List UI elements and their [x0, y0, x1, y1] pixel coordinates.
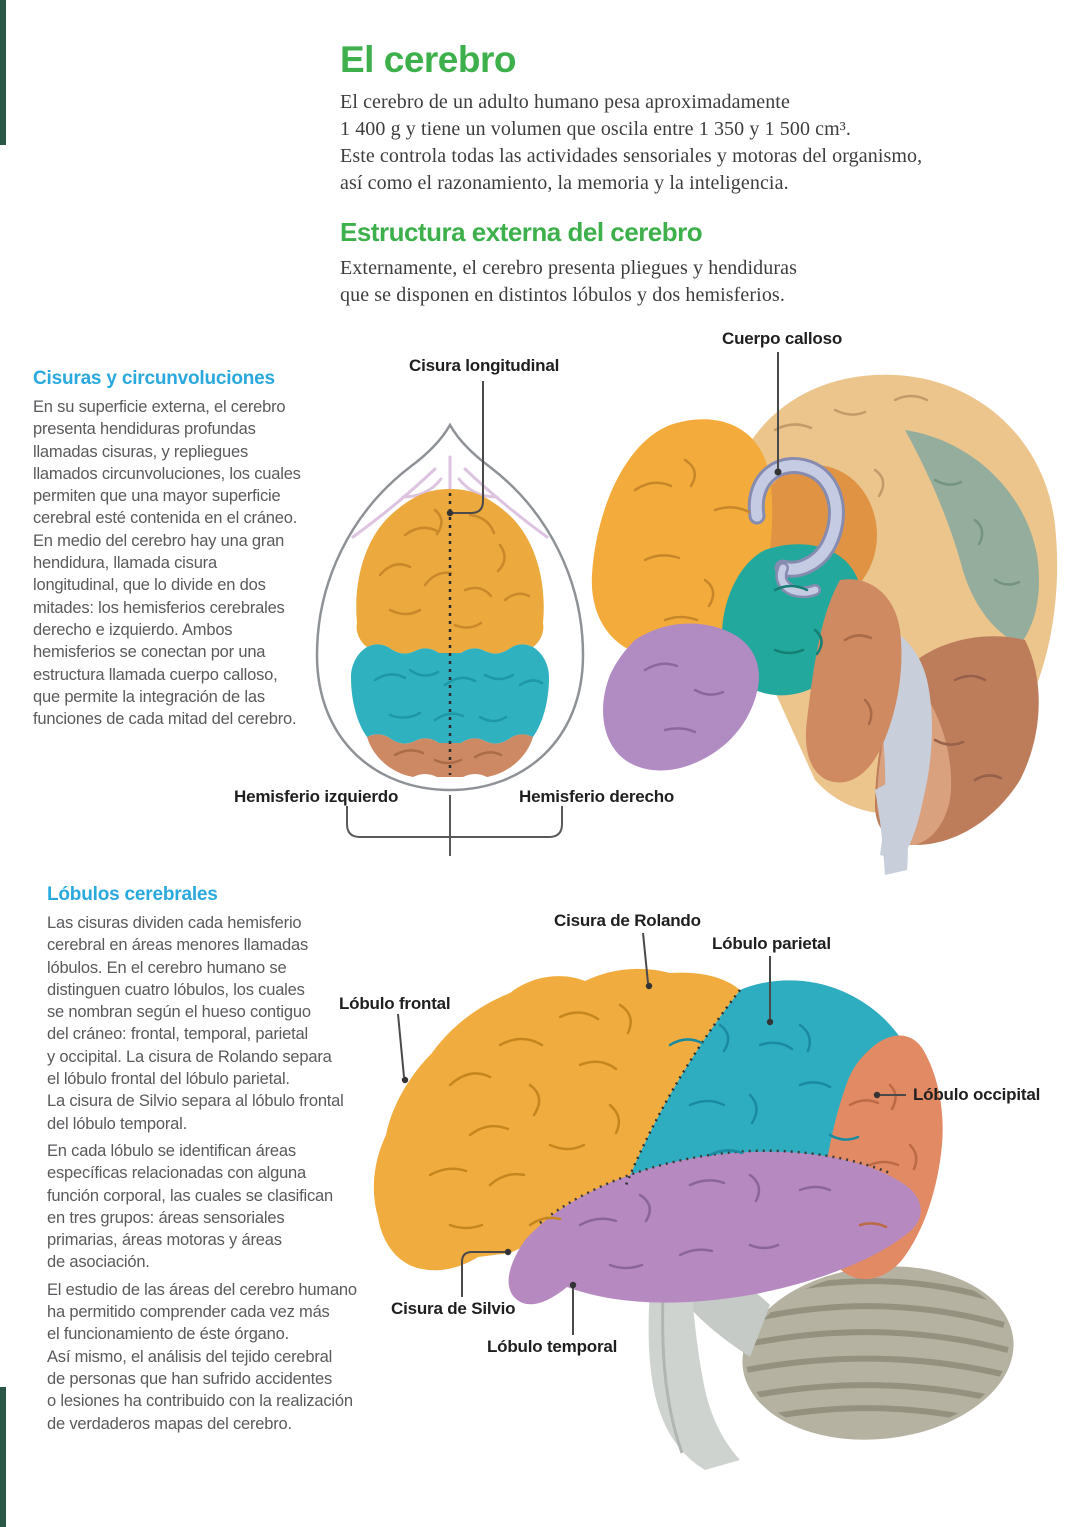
text-line: 1 400 g y tiene un volumen que oscila en… [340, 118, 851, 140]
rolando-fissure-dotted-line [624, 989, 741, 1186]
text-line: funciones de cada mitad del cerebro. [33, 710, 297, 729]
gyri-lines-salmon [393, 749, 503, 765]
text-line: distinguen cuatro lóbulos, los cuales [47, 980, 305, 999]
gyri-lines-teal [373, 668, 544, 723]
text-line: el lóbulo frontal del lóbulo parietal. [47, 1070, 290, 1089]
label-lobulo-parietal: Lóbulo parietal [712, 934, 831, 953]
text-line: lóbulos. En el cerebro humano se [47, 958, 287, 977]
text-line: derecho e izquierdo. Ambos [33, 620, 233, 639]
text-line: se nombran según el hueso contiguo [47, 1003, 311, 1022]
brain-top-view-illustration [315, 422, 585, 792]
top-view-rear-region [367, 734, 533, 777]
text-line: Las cisuras dividen cada hemisferio [47, 914, 302, 932]
section-title: Estructura externa del cerebro [340, 217, 703, 247]
gyri-lines-parietal [668, 1023, 860, 1157]
gyri-lines-temporal [578, 1173, 832, 1270]
gyri-lines-near-frontal [633, 458, 751, 622]
text-line: y occipital. La cisura de Rolando separa [47, 1047, 332, 1066]
text-line: La cisura de Silvio separa al lóbulo fro… [47, 1092, 344, 1111]
text-line: Este controla todas las actividades sens… [340, 145, 923, 167]
near-frontal-region [591, 419, 773, 663]
top-view-frontal-region [356, 489, 544, 654]
gyri-lines-near-temporal [643, 662, 725, 734]
label-lobulo-temporal: Lóbulo temporal [487, 1337, 618, 1356]
text-line: En su superficie externa, el cerebro [33, 398, 286, 416]
text-line: Así mismo, el análisis del tejido cerebr… [47, 1347, 333, 1366]
text-line: función corporal, las cuales se clasific… [47, 1186, 333, 1205]
near-temporal-region [603, 623, 759, 771]
text-line: primarias, áreas motoras y áreas [47, 1231, 282, 1250]
gyri-lines-occipital [848, 1083, 918, 1229]
text-line: presenta hendiduras profundas [33, 420, 256, 439]
sidebar-title: Lóbulos cerebrales [47, 884, 218, 905]
text-line: hemisferios se conectan por una [33, 643, 266, 662]
gyri-lines-brown [933, 674, 1003, 782]
text-line: llamados circunvoluciones, los cuales [33, 464, 301, 483]
text-line: de verdaderos mapas del cerebro. [47, 1414, 292, 1433]
text-line: de asociación. [47, 1253, 150, 1272]
text-line: que se disponen en distintos lóbulos y d… [340, 284, 785, 306]
text-line: del lóbulo temporal. [47, 1114, 188, 1133]
text-line: longitudinal, que lo divide en dos [33, 576, 266, 595]
text-line: En medio del cerebro hay una gran [33, 531, 285, 550]
text-line: hendidura, llamada cisura [33, 554, 217, 573]
text-line: El cerebro de un adulto humano pesa apro… [340, 91, 790, 113]
text-line: que permite la integración de las [33, 687, 265, 706]
text-line: del cráneo: frontal, temporal, parietal [47, 1025, 308, 1044]
text-line: En cada lóbulo se identifican áreas [47, 1141, 296, 1160]
text-line: ha permitido comprender cada vez más [47, 1303, 330, 1322]
label-hemisferio-izquierdo: Hemisferio izquierdo [234, 787, 399, 806]
gyri-lines-frontal [428, 1003, 632, 1230]
page-title: El cerebro [340, 39, 516, 80]
text-line: específicas relacionadas con alguna [47, 1164, 307, 1183]
label-lobulo-frontal: Lóbulo frontal [339, 994, 451, 1013]
near-occipital-region [805, 579, 902, 783]
text-line: llamadas cisuras, y repliegues [33, 442, 249, 461]
text-line: así como el razonamiento, la memoria y l… [340, 172, 789, 194]
sidebar-lobes: Lóbulos cerebrales Las cisuras dividen c… [47, 884, 357, 1435]
text-line: cerebral en áreas menores llamadas [47, 936, 309, 955]
label-cuerpo-calloso: Cuerpo calloso [722, 329, 843, 348]
label-cisura-longitudinal: Cisura longitudinal [409, 356, 560, 375]
label-cisura-rolando: Cisura de Rolando [554, 911, 701, 930]
far-parietal-region [905, 430, 1040, 645]
page-edge-tab-bottom [0, 1387, 6, 1527]
text-line: mitades: los hemisferios cerebrales [33, 598, 285, 617]
main-column: El cerebro El cerebro de un adulto human… [340, 40, 1055, 309]
frontal-lobe [373, 968, 740, 1271]
label-cisura-silvio: Cisura de Silvio [391, 1299, 516, 1318]
text-line: en tres grupos: áreas sensoriales [47, 1208, 285, 1227]
gyri-lines-near-teal [773, 584, 823, 656]
gyri-lines-sage [933, 478, 1021, 586]
text-line: permiten que una mayor superficie [33, 487, 281, 506]
gyri-lines-orange [378, 508, 531, 629]
gyri-lines-near-salmon [843, 634, 873, 726]
sidebar-title: Cisuras y circunvoluciones [33, 368, 275, 389]
corpus-callosum [747, 457, 845, 599]
label-lobulo-occipital: Lóbulo occipital [913, 1085, 1041, 1104]
text-line: o lesiones ha contribuido con la realiza… [47, 1392, 353, 1411]
text-line: El estudio de las áreas del cerebro huma… [47, 1280, 357, 1299]
text-line: cerebral esté contenida en el cráneo. [33, 509, 298, 528]
text-line: estructura llamada cuerpo calloso, [33, 665, 278, 684]
text-line: de personas que han sufrido accidentes [47, 1369, 333, 1388]
brain-lateral-view-illustration [373, 968, 1014, 1470]
text-line: Externamente, el cerebro presenta pliegu… [340, 257, 797, 279]
text-line: el funcionamiento de éste órgano. [47, 1325, 289, 1344]
intro-paragraph: El cerebro de un adulto humano pesa apro… [340, 89, 1055, 197]
label-hemisferio-derecho: Hemisferio derecho [519, 787, 675, 806]
section-paragraph: Externamente, el cerebro presenta pliegu… [340, 255, 1055, 309]
sidebar-fissures: Cisuras y circunvoluciones En su superfi… [33, 368, 301, 730]
page-edge-tab-top [0, 0, 6, 145]
brain-cutaway-view-illustration [591, 374, 1058, 875]
medulla [875, 780, 908, 875]
